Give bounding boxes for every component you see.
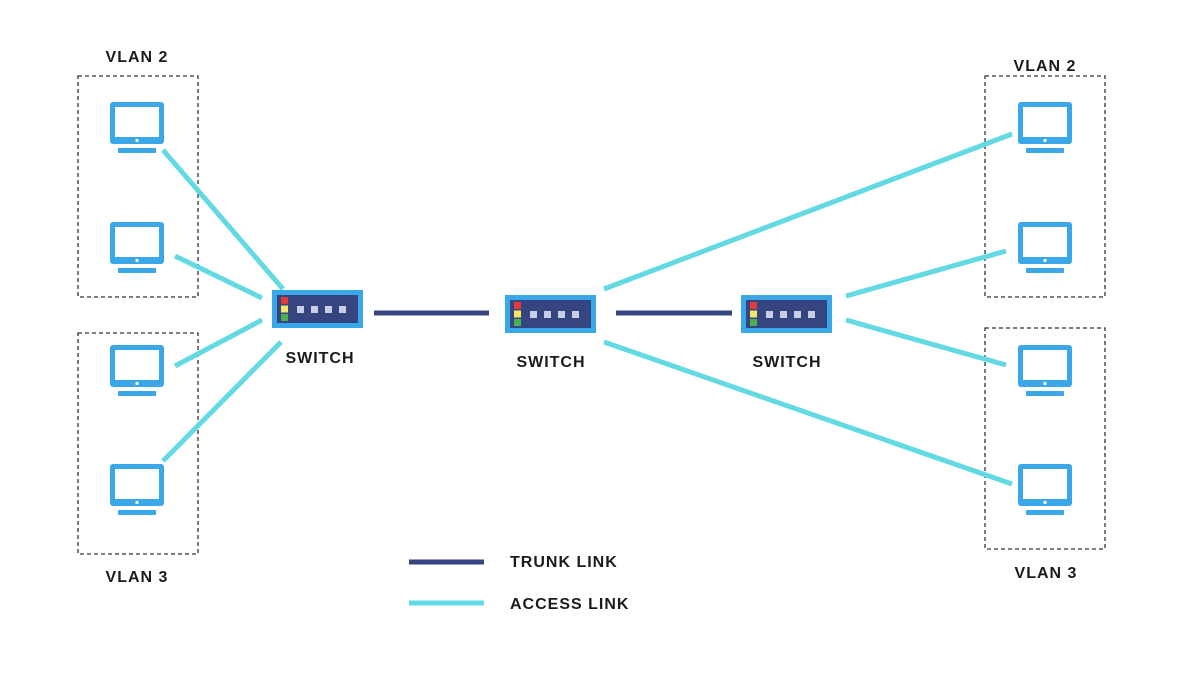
access-link xyxy=(845,317,1007,368)
computer-icon xyxy=(110,345,164,396)
computer-icon xyxy=(1018,345,1072,396)
legend-trunk-label: TRUNK LINK xyxy=(510,554,618,571)
computer-icon xyxy=(1018,102,1072,153)
legend-access-label: ACCESS LINK xyxy=(510,596,629,613)
access-links xyxy=(161,131,1013,487)
access-link xyxy=(603,131,1013,292)
access-link xyxy=(173,253,264,301)
computer-icon xyxy=(110,464,164,515)
vlan-box-right-bottom xyxy=(984,327,1106,550)
vlan-label-left-bottom: VLAN 3 xyxy=(106,569,169,586)
vlan-box-left-top xyxy=(77,75,199,298)
access-link xyxy=(161,148,285,291)
switch-label-left: SWITCH xyxy=(285,350,354,367)
network-switch-icon xyxy=(272,290,363,328)
access-link xyxy=(603,339,1013,487)
network-switch-icon xyxy=(505,295,596,333)
network-switch-icon xyxy=(741,295,832,333)
legend: TRUNK LINK ACCESS LINK xyxy=(409,554,629,613)
vlan-label-right-top: VLAN 2 xyxy=(1014,58,1077,75)
switch-label-right: SWITCH xyxy=(752,354,821,371)
vlan-box-left-bottom xyxy=(77,332,199,555)
vlan-label-left-top: VLAN 2 xyxy=(106,49,169,66)
vlan-label-right-bottom: VLAN 3 xyxy=(1015,565,1078,582)
access-link xyxy=(845,248,1007,299)
computer-icon xyxy=(1018,222,1072,273)
computer-icon xyxy=(1018,464,1072,515)
switch-label-center: SWITCH xyxy=(516,354,585,371)
computer-icon xyxy=(110,222,164,273)
computer-icon xyxy=(110,102,164,153)
access-link xyxy=(173,317,264,369)
vlan-box-right-top xyxy=(984,75,1106,298)
access-link xyxy=(161,340,283,463)
